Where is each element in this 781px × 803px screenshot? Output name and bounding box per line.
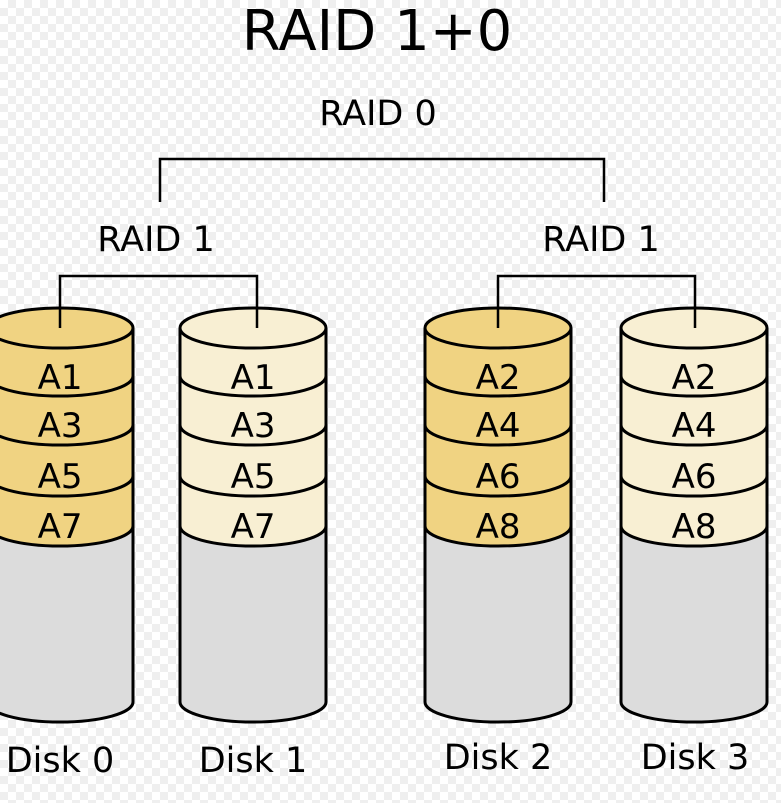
disk-cylinder-3: A2 A4 A6 A8 <box>619 300 769 730</box>
raid1-label-left: RAID 1 <box>97 220 215 260</box>
raid0-bracket-line <box>158 157 606 202</box>
disk1-block-label: A1 <box>231 358 276 398</box>
disk2-separator-arc <box>423 424 573 447</box>
disk1-separator-arc <box>178 424 328 447</box>
disk3-separator-arc <box>619 375 769 398</box>
disk1-separator-arc <box>178 475 328 498</box>
disk3-block-label: A4 <box>672 406 717 446</box>
disk-cylinder-2: A2 A4 A6 A8 <box>423 300 573 730</box>
disk0-top-ellipse <box>0 306 135 350</box>
disk3-striped-region <box>619 328 769 548</box>
disk1-block-label: A7 <box>231 507 276 547</box>
disk0-block-label: A5 <box>38 457 83 497</box>
raid1-label-right: RAID 1 <box>542 220 660 260</box>
disk-cylinder-1: A1 A3 A5 A7 <box>178 300 328 730</box>
disk-cylinder-0: A1 A3 A5 A7 <box>0 300 135 730</box>
disk3-separator-arc <box>619 424 769 447</box>
disk3-block-label: A6 <box>672 457 717 497</box>
disk3-top-ellipse <box>619 306 769 350</box>
disk3-block-label: A8 <box>672 507 717 547</box>
diagram-title: RAID 1+0 <box>241 0 513 64</box>
disk-label-3: Disk 3 <box>640 738 750 778</box>
disk3-block-label: A2 <box>672 358 717 398</box>
disk2-striped-region <box>423 328 573 548</box>
disk0-block-label: A3 <box>38 406 83 446</box>
disk1-block-label: A5 <box>231 457 276 497</box>
disk0-block-label: A1 <box>38 358 83 398</box>
disk2-block-label: A8 <box>476 507 521 547</box>
disk2-separator-arc <box>423 375 573 398</box>
disk1-top-ellipse <box>178 306 328 350</box>
disk2-top-ellipse <box>423 306 573 350</box>
disk2-block-label: A2 <box>476 358 521 398</box>
raid0-label: RAID 0 <box>319 94 437 134</box>
disk2-separator-arc <box>423 475 573 498</box>
disk0-separator-arc <box>0 475 135 498</box>
disk3-separator-arc <box>619 475 769 498</box>
disk1-striped-region <box>178 328 328 548</box>
disk2-block-label: A6 <box>476 457 521 497</box>
disk2-block-label: A4 <box>476 406 521 446</box>
disk0-block-label: A7 <box>38 507 83 547</box>
disk-label-1: Disk 1 <box>198 741 308 781</box>
disk1-block-label: A3 <box>231 406 276 446</box>
disk-label-0: Disk 0 <box>5 741 115 781</box>
disk-label-2: Disk 2 <box>443 738 553 778</box>
disk0-separator-arc <box>0 375 135 398</box>
disk0-separator-arc <box>0 424 135 447</box>
disk1-separator-arc <box>178 375 328 398</box>
